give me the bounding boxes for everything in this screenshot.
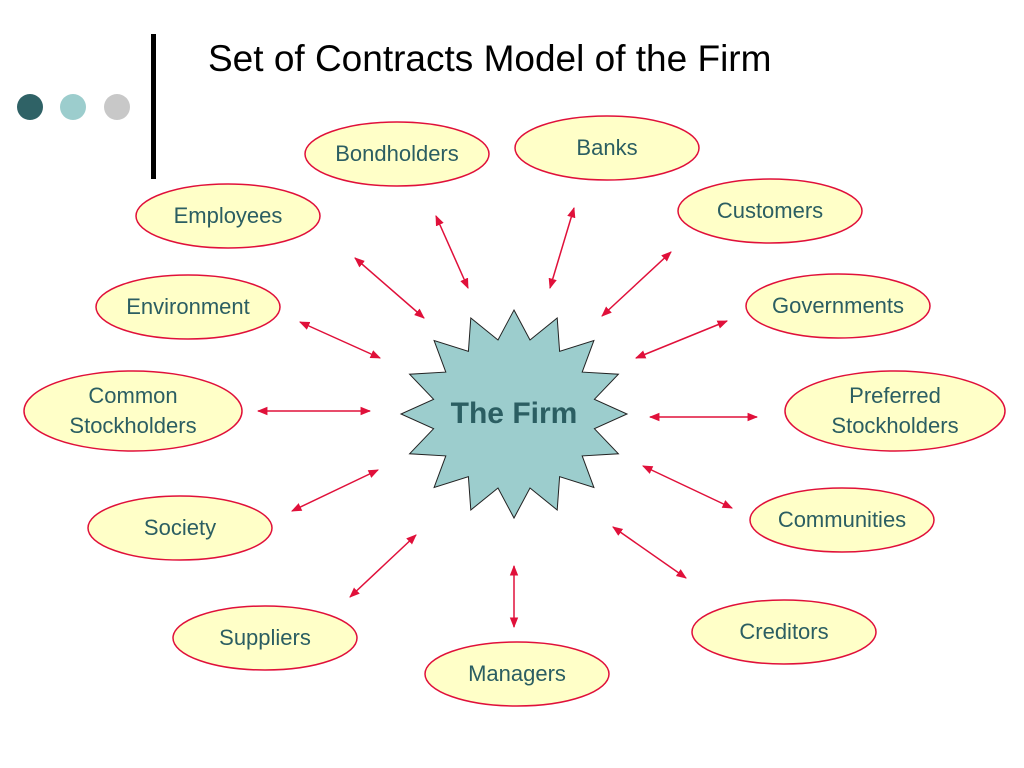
slide-title: Set of Contracts Model of the Firm [208,38,772,79]
firm-label: The Firm [450,397,578,430]
bullet-dot-gray [104,94,130,120]
arrow-governments [635,320,728,359]
node-bondholders [304,121,490,187]
node-employees [135,183,321,249]
node-managers [424,641,610,707]
arrow-employees [354,257,425,319]
arrow-banks [548,206,576,290]
node-creditors [691,599,877,665]
arrow-creditors [612,526,687,579]
arrow-suppliers [349,534,417,598]
title-divider [151,34,156,179]
arrow-customers [601,251,672,317]
node-preferred-stockholders [784,370,1006,452]
arrow-bondholders [435,215,469,289]
arrow-environment [299,321,381,359]
node-customers [677,178,863,244]
node-common-stockholders [23,370,243,452]
node-society [87,495,273,561]
node-communities [749,487,935,553]
node-suppliers [172,605,358,671]
bullet-dot-teal [60,94,86,120]
firm-starburst [399,308,629,520]
node-banks [514,115,700,181]
arrow-communities [642,465,733,509]
bullet-dot-dark [17,94,43,120]
arrow-society [291,469,379,512]
node-environment [95,274,281,340]
node-governments [745,273,931,339]
